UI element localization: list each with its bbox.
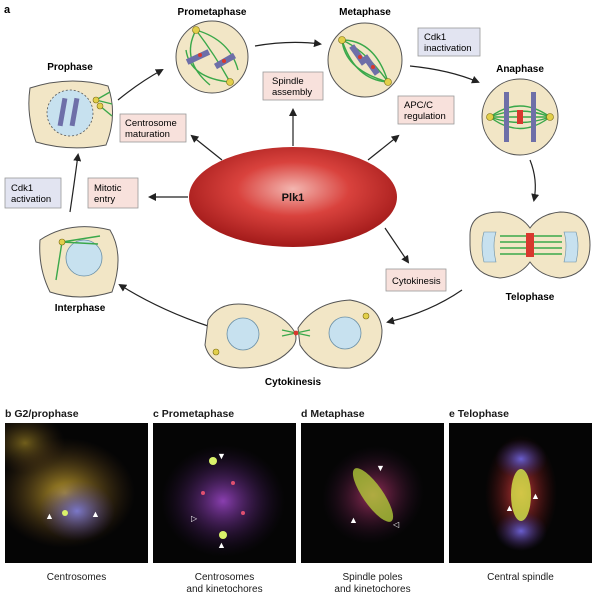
panel-letter: b (5, 408, 12, 420)
stage-label-telophase: Telophase (506, 292, 555, 303)
cell-cytokinesis (204, 299, 383, 369)
svg-text:◁: ◁ (393, 520, 400, 529)
svg-text:regulation: regulation (404, 111, 446, 122)
svg-text:▷: ▷ (191, 514, 198, 523)
arrow-plk1-to-apc-c (367, 134, 400, 161)
arrow-prometaphase-to-metaphase (254, 39, 322, 48)
svg-text:▲: ▲ (91, 509, 100, 519)
arrow-plk1-to-centrosome-maturation (190, 134, 223, 161)
svg-text:entry: entry (94, 194, 115, 205)
arrow-prophase-to-prometaphase (117, 69, 164, 101)
svg-text:▲: ▲ (531, 491, 540, 501)
plk1-arrows (148, 108, 410, 264)
plk1-cell-cycle-diagram: a Plk1 (4, 4, 591, 388)
plk1-ellipse (189, 147, 397, 247)
svg-text:Cdk1: Cdk1 (424, 32, 446, 43)
svg-text:▲: ▲ (45, 511, 54, 521)
panel-title: Telophase (457, 408, 509, 420)
svg-text:▲: ▲ (349, 515, 358, 525)
svg-text:Mitotic: Mitotic (94, 183, 122, 194)
panel-title: Prometaphase (161, 408, 235, 420)
arrow-metaphase-to-anaphase (409, 65, 480, 84)
stage-label-anaphase: Anaphase (496, 64, 544, 75)
cell-anaphase (481, 78, 559, 156)
arrow-telophase-to-cytokinesis (386, 289, 463, 325)
svg-text:▲: ▲ (505, 503, 514, 513)
svg-text:Cdk1: Cdk1 (11, 183, 33, 194)
stage-label-prophase: Prophase (47, 62, 93, 73)
box-apc-c-regulation: APC/C regulation (397, 95, 455, 125)
micrograph-panel-e: e Telophase ▲▲ Central spindle (449, 405, 592, 584)
plk1-label: Plk1 (282, 192, 305, 204)
panel-title: Metaphase (310, 408, 365, 420)
cell-telophase (469, 211, 591, 279)
micrograph-image: ▼ ▲ ▷ (153, 423, 296, 563)
cell-interphase (39, 226, 119, 298)
box-mitotic-entry: Mitotic entry (87, 177, 139, 209)
stage-label-cytokinesis: Cytokinesis (265, 377, 322, 388)
micrograph-caption: Central spindle (487, 572, 554, 583)
micrograph-caption: Centrosomes (46, 572, 107, 583)
stage-label-prometaphase: Prometaphase (178, 7, 247, 18)
micrograph-panel-b: b G2/prophase ▲▲ Centrosomes (5, 405, 148, 584)
box-centrosome-maturation: Centrosome maturation (119, 113, 187, 143)
svg-text:▲: ▲ (217, 540, 226, 550)
svg-text:▼: ▼ (217, 451, 226, 461)
box-cdk1-activation: Cdk1 activation (4, 177, 62, 209)
svg-text:Cytokinesis: Cytokinesis (392, 276, 441, 287)
box-cytokinesis: Cytokinesis (385, 268, 447, 292)
micrograph-image: ▼ ▲ ◁ (301, 423, 444, 563)
panel-letter: e (449, 408, 455, 420)
arrow-interphase-to-prophase (69, 153, 82, 213)
svg-text:APC/C: APC/C (404, 100, 433, 111)
box-spindle-assembly: Spindle assembly (262, 71, 324, 101)
arrow-plk1-to-cytokinesis (384, 227, 410, 264)
svg-text:activation: activation (11, 194, 51, 205)
cell-prometaphase (175, 20, 249, 94)
svg-text:maturation: maturation (125, 129, 170, 140)
box-cdk1-inactivation: Cdk1 inactivation (417, 27, 481, 57)
panel-letter-a: a (4, 4, 11, 16)
stage-label-metaphase: Metaphase (339, 7, 391, 18)
svg-text:assembly: assembly (272, 87, 312, 98)
micrograph-image: ▲▲ (5, 423, 148, 563)
micrograph-image: ▲▲ (449, 423, 592, 563)
svg-text:inactivation: inactivation (424, 43, 472, 54)
panel-letter: d (301, 408, 308, 420)
arrow-cytokinesis-to-interphase (118, 283, 209, 327)
arrow-anaphase-to-telophase (529, 159, 540, 202)
svg-text:Spindle: Spindle (272, 76, 304, 87)
stage-label-interphase: Interphase (55, 303, 106, 314)
panel-letter: c (153, 408, 159, 420)
panel-title: G2/prophase (14, 408, 79, 420)
cell-metaphase (327, 22, 403, 98)
cycle-arrows (69, 39, 540, 327)
cell-prophase (28, 80, 113, 149)
svg-text:▼: ▼ (376, 463, 385, 473)
svg-text:Centrosome: Centrosome (125, 118, 177, 129)
